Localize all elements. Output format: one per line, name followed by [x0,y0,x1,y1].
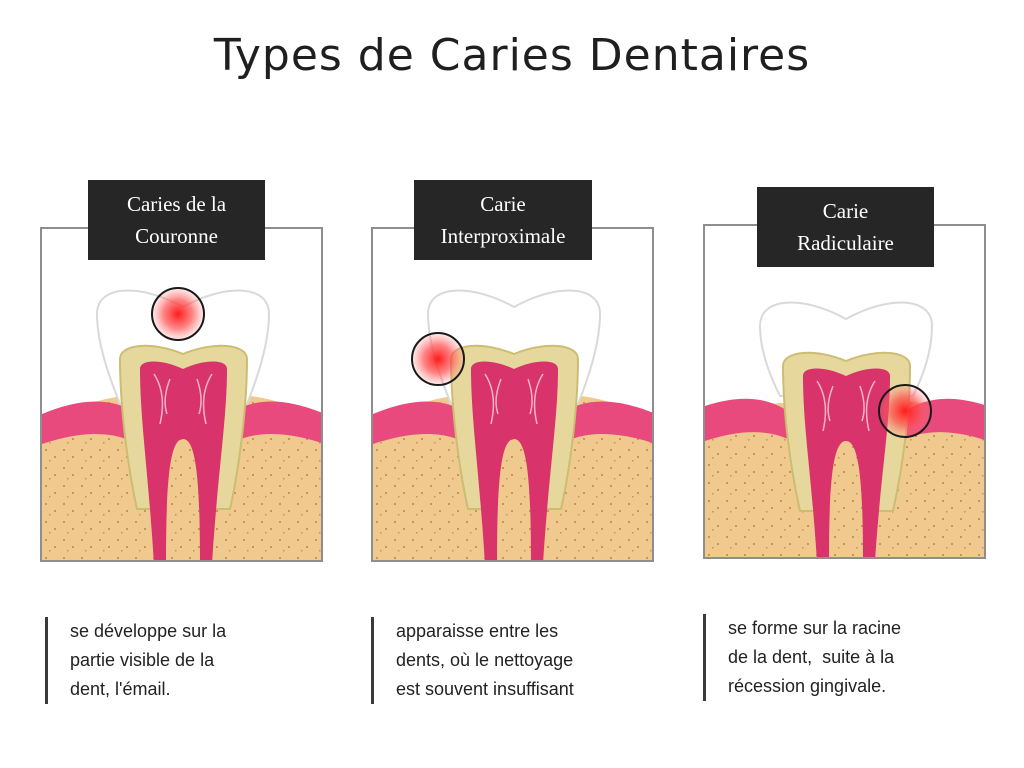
panel-3-label-line-2: Radiculaire [797,231,894,255]
panel-2-desc-line-1: apparaisse entre les [396,621,559,641]
panel-2-description: apparaisse entre les dents, où le nettoy… [371,617,641,704]
panel-3-desc-line-2: de la dent, suite à la [728,647,895,667]
tooth-illustration [373,289,652,560]
panel-1-desc-line-2: partie visible de la [70,650,215,670]
panel-3-desc-line-1: se forme sur la racine [728,618,902,638]
interproximal-caries-diagram [371,227,654,562]
panel-2-desc-line-2: dents, où le nettoyage [396,650,574,670]
panel-1-description: se développe sur la partie visible de la… [45,617,295,704]
panel-2-desc-line-3: est souvent insuffisant [396,679,574,699]
panel-1-label: Caries de la Couronne [88,180,265,260]
panel-1-label-line-2: Couronne [135,224,218,248]
tooth-illustration [42,287,321,560]
cavity-marker [878,384,932,438]
panel-3-label: Carie Radiculaire [757,187,934,267]
panel-1-label-line-1: Caries de la [126,192,227,216]
panel-2-label: Carie Interproximale [414,180,592,260]
root-caries-diagram [703,224,986,559]
panel-2-label-line-1: Carie [480,192,526,216]
cavity-marker [411,332,465,386]
tooth-illustration [705,301,984,557]
cavity-marker [151,287,205,341]
panel-1-desc-line-1: se développe sur la [70,621,227,641]
crown-caries-diagram [40,227,323,562]
panel-1-desc-line-3: dent, l'émail. [70,679,171,699]
panel-3-desc-line-3: récession gingivale. [728,676,887,696]
panel-2-label-line-2: Interproximale [440,224,566,248]
page-title: Types de Caries Dentaires [213,30,811,81]
panel-3-description: se forme sur la racine de la dent, suite… [703,614,973,701]
panel-3-label-line-1: Carie [822,199,869,223]
